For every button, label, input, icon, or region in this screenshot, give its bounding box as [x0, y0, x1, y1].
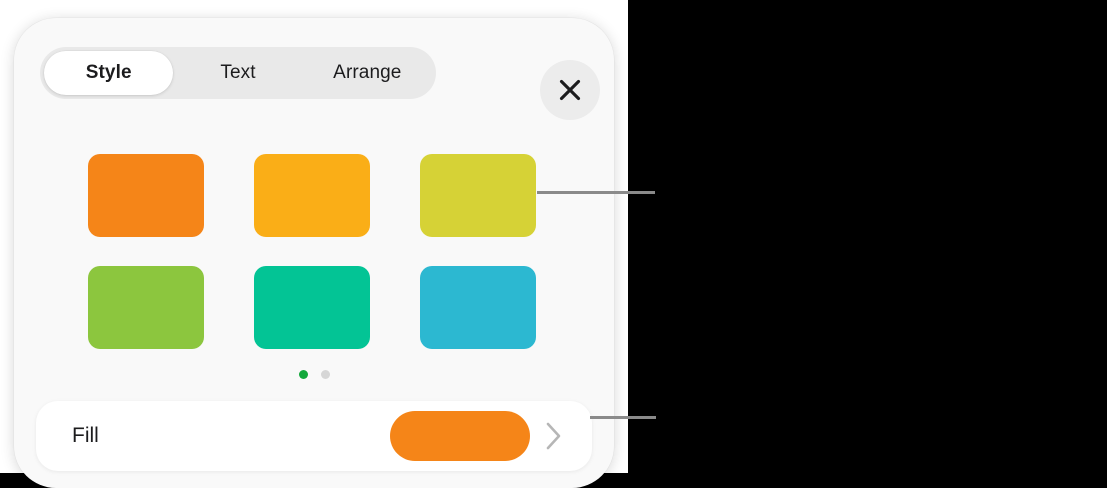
segmented-tab-control[interactable]: Style Text Arrange: [40, 47, 436, 99]
style-swatch-cyan[interactable]: [420, 266, 536, 349]
popover-header: Style Text Arrange: [14, 18, 614, 128]
fill-row[interactable]: Fill: [36, 401, 592, 471]
close-x-icon: [555, 75, 585, 105]
tab-text[interactable]: Text: [173, 51, 302, 95]
chevron-right-icon[interactable]: [536, 411, 570, 461]
style-swatch-grid[interactable]: [88, 154, 566, 349]
fill-callout-line: [590, 416, 656, 419]
fill-row-label: Fill: [72, 424, 99, 447]
tab-style[interactable]: Style: [44, 51, 174, 95]
style-swatch-yellow[interactable]: [420, 154, 536, 237]
close-button[interactable]: [540, 60, 600, 120]
tab-text-label: Text: [220, 62, 256, 83]
style-swatch-emerald[interactable]: [254, 266, 370, 349]
format-popover: Style Text Arrange: [14, 18, 614, 488]
screen-root: Style Text Arrange: [0, 0, 656, 488]
tab-arrange-label: Arrange: [333, 62, 402, 83]
page-dot-1[interactable]: [298, 370, 308, 379]
fill-color-swatch[interactable]: [390, 411, 530, 461]
page-indicator[interactable]: [14, 370, 614, 379]
swatch-callout-line: [537, 191, 655, 194]
style-swatch-orange[interactable]: [88, 154, 204, 237]
style-swatch-amber[interactable]: [254, 154, 370, 237]
tab-arrange[interactable]: Arrange: [303, 51, 432, 95]
page-dot-2[interactable]: [320, 370, 330, 379]
style-swatch-green[interactable]: [88, 266, 204, 349]
tab-style-label: Style: [85, 62, 132, 83]
